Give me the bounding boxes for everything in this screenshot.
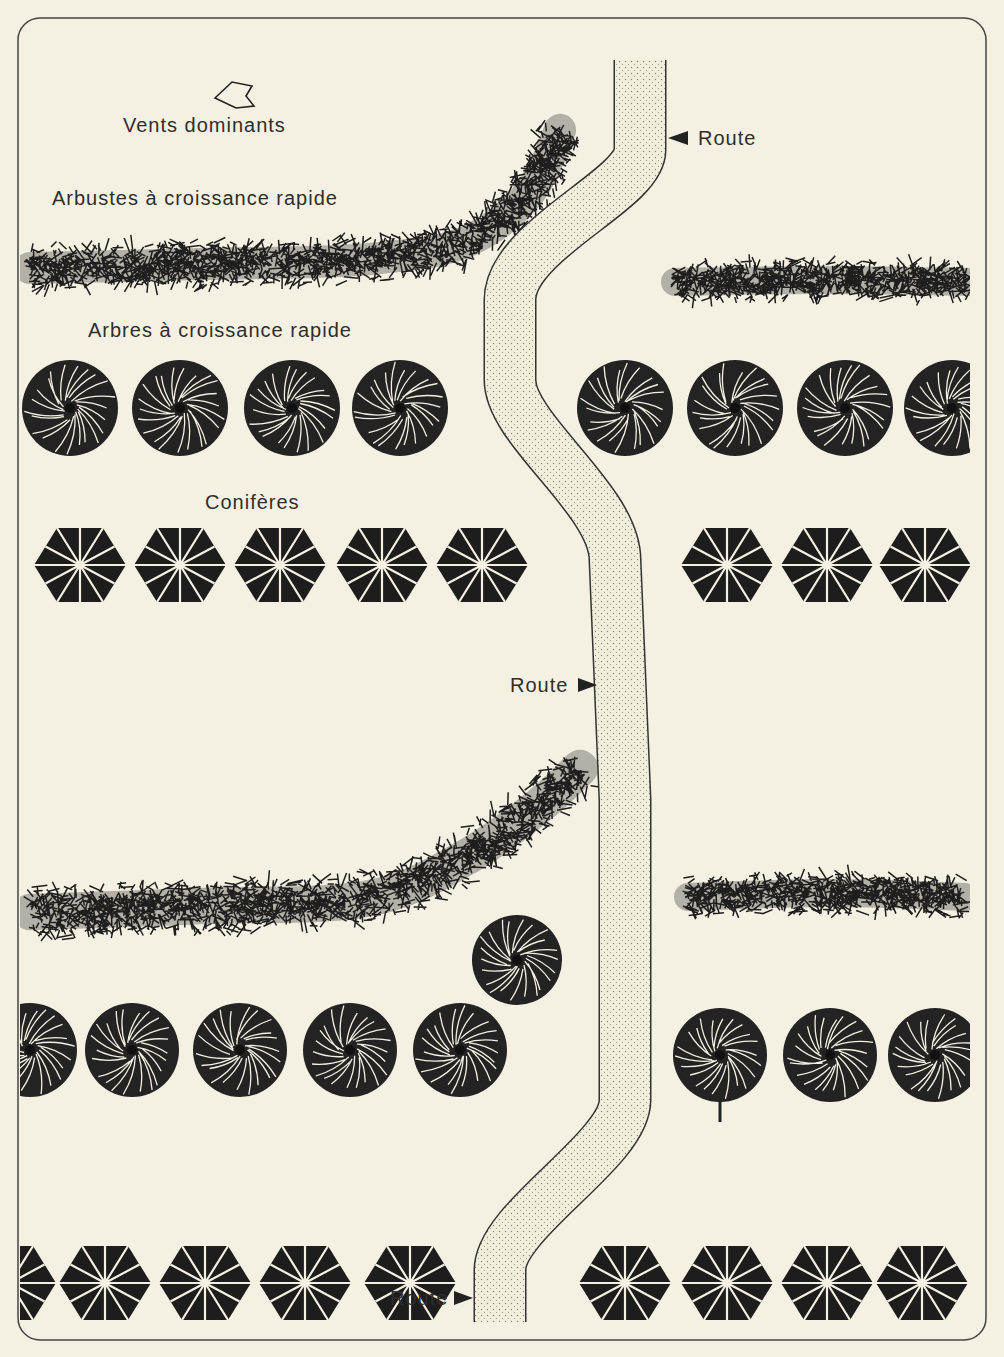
shrub-hedge (671, 254, 970, 308)
conifer-tree (259, 1246, 351, 1320)
deciduous-tree (132, 360, 228, 456)
deciduous-tree (472, 915, 562, 1005)
shrub-hedge (683, 865, 971, 920)
road-label: Route (390, 1286, 448, 1310)
conifer-tree (234, 528, 326, 602)
row-label: Arbres à croissance rapide (88, 318, 352, 342)
conifer-tree (681, 1246, 773, 1320)
conifer-tree (336, 528, 428, 602)
deciduous-tree (673, 1008, 767, 1122)
pointer-arrow (668, 131, 688, 145)
deciduous-tree (783, 1008, 877, 1102)
deciduous-tree (303, 1003, 397, 1097)
conifer-tree (781, 1246, 873, 1320)
conifer-tree (579, 1246, 671, 1320)
conifer-tree (364, 1246, 456, 1320)
label-pointers (454, 131, 688, 1305)
conifer-tree (876, 1246, 968, 1320)
conifer-tree (879, 528, 970, 602)
road (500, 60, 640, 1322)
pointer-arrow (578, 678, 597, 692)
conifer-tree (781, 528, 873, 602)
wind-direction-symbol (215, 82, 254, 108)
conifer-tree (20, 1246, 56, 1320)
row-label: Conifères (205, 490, 300, 514)
deciduous-tree (888, 1008, 970, 1102)
deciduous-tree (413, 1003, 507, 1097)
road-label: Route (510, 673, 568, 697)
conifer-tree (134, 528, 226, 602)
row-label: Arbustes à croissance rapide (52, 186, 338, 210)
frame (18, 18, 986, 1340)
shrub-hedge (24, 757, 600, 941)
deciduous-tree (687, 360, 783, 456)
pointer-arrow (454, 1291, 473, 1305)
conifer-tree (34, 528, 126, 602)
conifer-tree (681, 528, 773, 602)
wind-label: Vents dominants (123, 113, 286, 137)
deciduous-tree (577, 360, 673, 456)
deciduous-tree (797, 360, 893, 456)
conifer-tree (159, 1246, 251, 1320)
road-label: Route (698, 126, 756, 150)
deciduous-tree (193, 1003, 287, 1097)
conifer-tree (59, 1246, 151, 1320)
deciduous-tree (904, 360, 970, 456)
deciduous-tree (20, 1003, 77, 1097)
deciduous-tree (22, 360, 118, 456)
deciduous-tree (244, 360, 340, 456)
conifer-tree (436, 528, 528, 602)
deciduous-tree (352, 360, 448, 456)
deciduous-tree (85, 1003, 179, 1097)
